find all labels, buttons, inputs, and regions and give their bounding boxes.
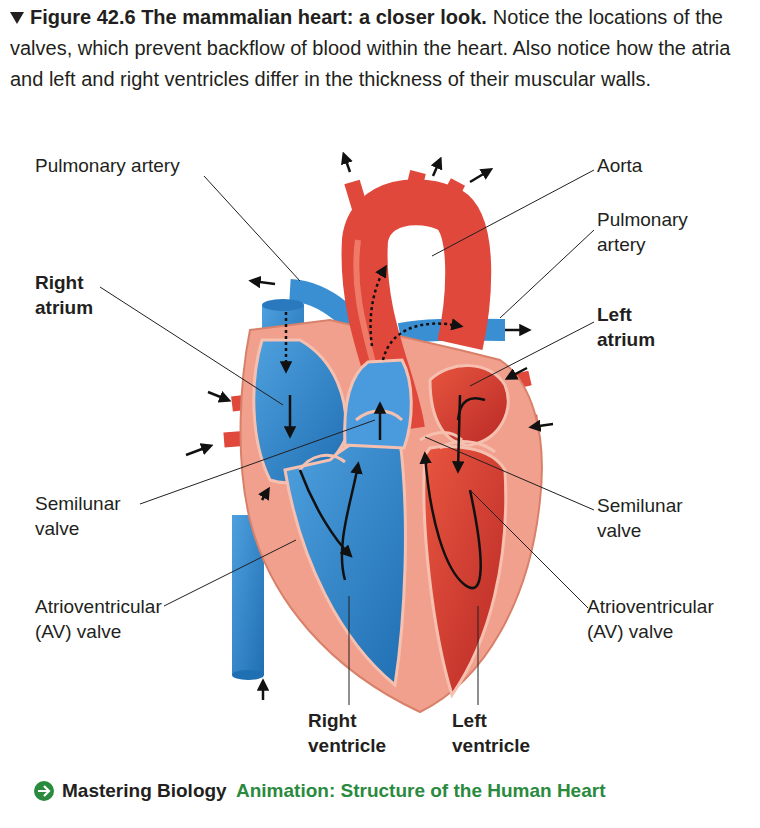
left-ventricle-chamber: [424, 447, 506, 695]
chamber-label: Right ventricle: [308, 708, 403, 758]
link-icon: [34, 781, 54, 801]
link-icon-arrow: [38, 786, 49, 796]
resource-link: Animation: Structure of the Human Heart: [236, 778, 605, 803]
figure-heading: Figure 42.6 The mammalian heart: a close…: [10, 2, 748, 95]
vessel-opening: [262, 299, 304, 311]
valve-symbol: [300, 455, 345, 470]
part-label: Semilunar valve: [35, 491, 145, 541]
part-label: Atrioventricular (AV) valve: [35, 594, 185, 644]
pulmonary-trunk: [345, 360, 412, 448]
heading-triangle: [10, 12, 24, 24]
chamber-label: Right atrium: [35, 270, 115, 320]
part-label: Semilunar valve: [597, 493, 707, 543]
leader-lines: [100, 170, 594, 705]
flow-arrows: [186, 155, 553, 700]
right-ventricle-chamber: [285, 436, 405, 685]
part-label: Aorta: [597, 153, 642, 178]
resource-name: Mastering Biology: [62, 778, 227, 803]
part-label: Pulmonary artery: [35, 153, 180, 178]
chamber-label: Left ventricle: [452, 708, 547, 758]
chamber-label: Left atrium: [597, 302, 679, 352]
valve-symbol: [420, 433, 462, 441]
vessel-opening: [232, 670, 264, 680]
figure-title: Figure 42.6 The mammalian heart: a close…: [30, 6, 487, 28]
part-label: Atrioventricular (AV) valve: [587, 594, 737, 644]
part-label: Pulmonary artery: [597, 207, 707, 257]
